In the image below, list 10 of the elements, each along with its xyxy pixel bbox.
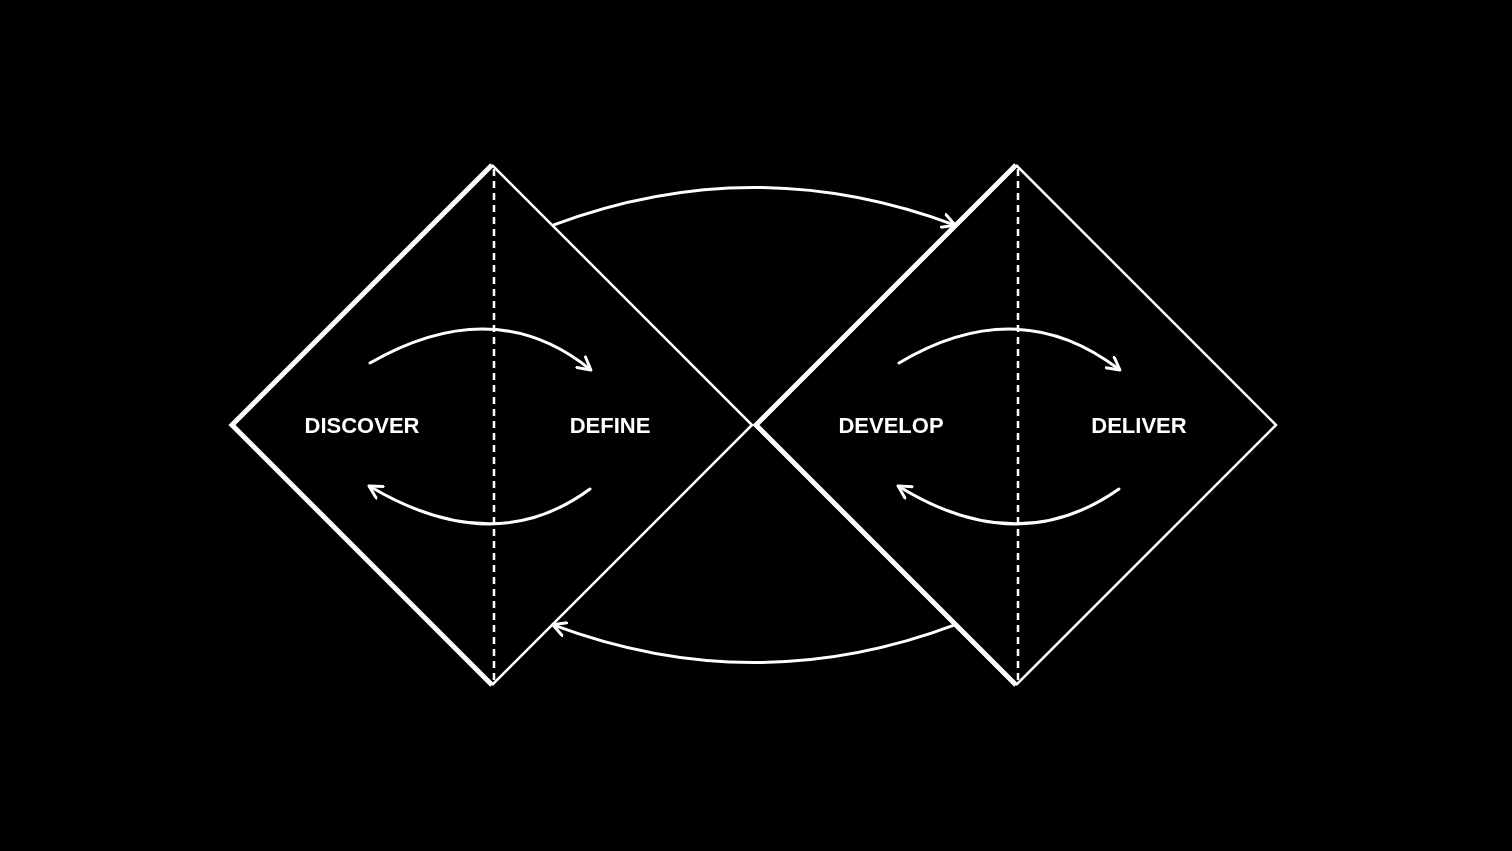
phase-label: DEFINE xyxy=(569,413,651,439)
curved-arrow xyxy=(367,484,592,526)
curved-arrow xyxy=(896,484,1121,526)
phase-label: DISCOVER xyxy=(304,413,420,439)
curved-arrow xyxy=(551,620,956,665)
phase-label: DEVELOP xyxy=(838,413,944,439)
phase-label: DELIVER xyxy=(1091,413,1187,439)
curved-arrow xyxy=(368,327,593,372)
curved-arrow xyxy=(897,327,1122,372)
curved-arrow xyxy=(552,185,957,230)
